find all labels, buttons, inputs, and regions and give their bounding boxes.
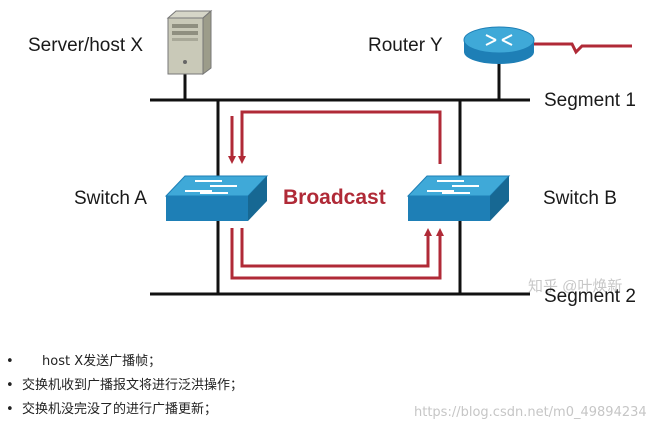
- notes-list: • host X发送广播帧； • 交换机收到广播报文将进行泛洪操作； • 交换机没完没…: [6, 350, 243, 422]
- segment-2-label: Segment 2: [544, 286, 636, 307]
- note-item: • 交换机没完没了的进行广播更新；: [6, 398, 243, 422]
- switch-b-label: Switch B: [543, 188, 617, 209]
- note-item: • 交换机收到广播报文将进行泛洪操作；: [6, 374, 243, 398]
- broadcast-label: Broadcast: [283, 186, 386, 209]
- bullet-icon: •: [6, 402, 14, 417]
- router-label: Router Y: [368, 35, 443, 56]
- arrow-switch-a-to-switch-b-outer: [230, 228, 444, 280]
- server-icon: [166, 9, 213, 75]
- segment-1-label: Segment 1: [544, 90, 636, 111]
- arrow-segment1-to-switch-a-inner: [238, 110, 442, 164]
- note-text: 交换机收到广播报文将进行泛洪操作；: [22, 378, 244, 393]
- bullet-icon: •: [6, 354, 14, 369]
- source-url-watermark: https://blog.csdn.net/m0_49894234: [414, 405, 647, 420]
- note-text: 交换机没完没了的进行广播更新；: [22, 402, 218, 417]
- broadcast-loop-arrows: [228, 110, 444, 280]
- arrow-switch-a-to-switch-b-inner: [240, 228, 432, 268]
- switch-a-label: Switch A: [74, 188, 147, 209]
- router-icon: [463, 26, 535, 64]
- note-text: host X发送广播帧；: [42, 354, 162, 369]
- server-label: Server/host X: [28, 35, 143, 56]
- network-diagram: Server/host X Router Y Switch A Switch B…: [28, 9, 636, 307]
- switch-b-icon: [406, 175, 511, 221]
- note-item: • host X发送广播帧；: [6, 350, 243, 374]
- watermark-text: 知乎 @叶焕新: [528, 278, 622, 295]
- switch-a-icon: [164, 175, 269, 221]
- bullet-icon: •: [6, 378, 14, 393]
- wan-link: [534, 42, 632, 55]
